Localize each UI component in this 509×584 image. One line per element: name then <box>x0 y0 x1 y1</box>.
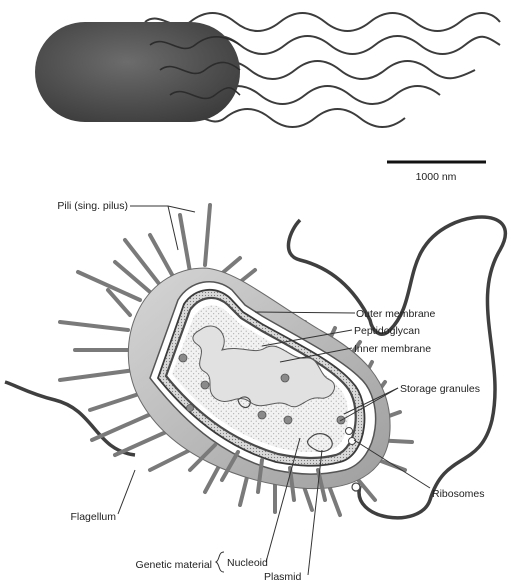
genetic-material-brace <box>216 552 224 572</box>
label-flagellum: Flagellum <box>70 511 116 523</box>
label-plasmid: Plasmid <box>264 571 302 583</box>
label-peptidoglycan: Peptidoglycan <box>354 325 420 337</box>
flagellum-left <box>5 382 135 455</box>
flagellum-basal-body <box>352 483 360 491</box>
label-inner-membrane: Inner membrane <box>354 343 431 355</box>
label-nucleoid: Nucleoid <box>227 557 268 569</box>
label-storage-granules: Storage granules <box>400 383 480 395</box>
label-outer-membrane: Outer membrane <box>356 308 436 320</box>
label-genetic-material: Genetic material <box>136 559 212 571</box>
scale-bar-label: 1000 nm <box>416 171 457 183</box>
label-pili: Pili (sing. pilus) <box>57 200 128 212</box>
label-ribosomes: Ribosomes <box>432 488 485 500</box>
